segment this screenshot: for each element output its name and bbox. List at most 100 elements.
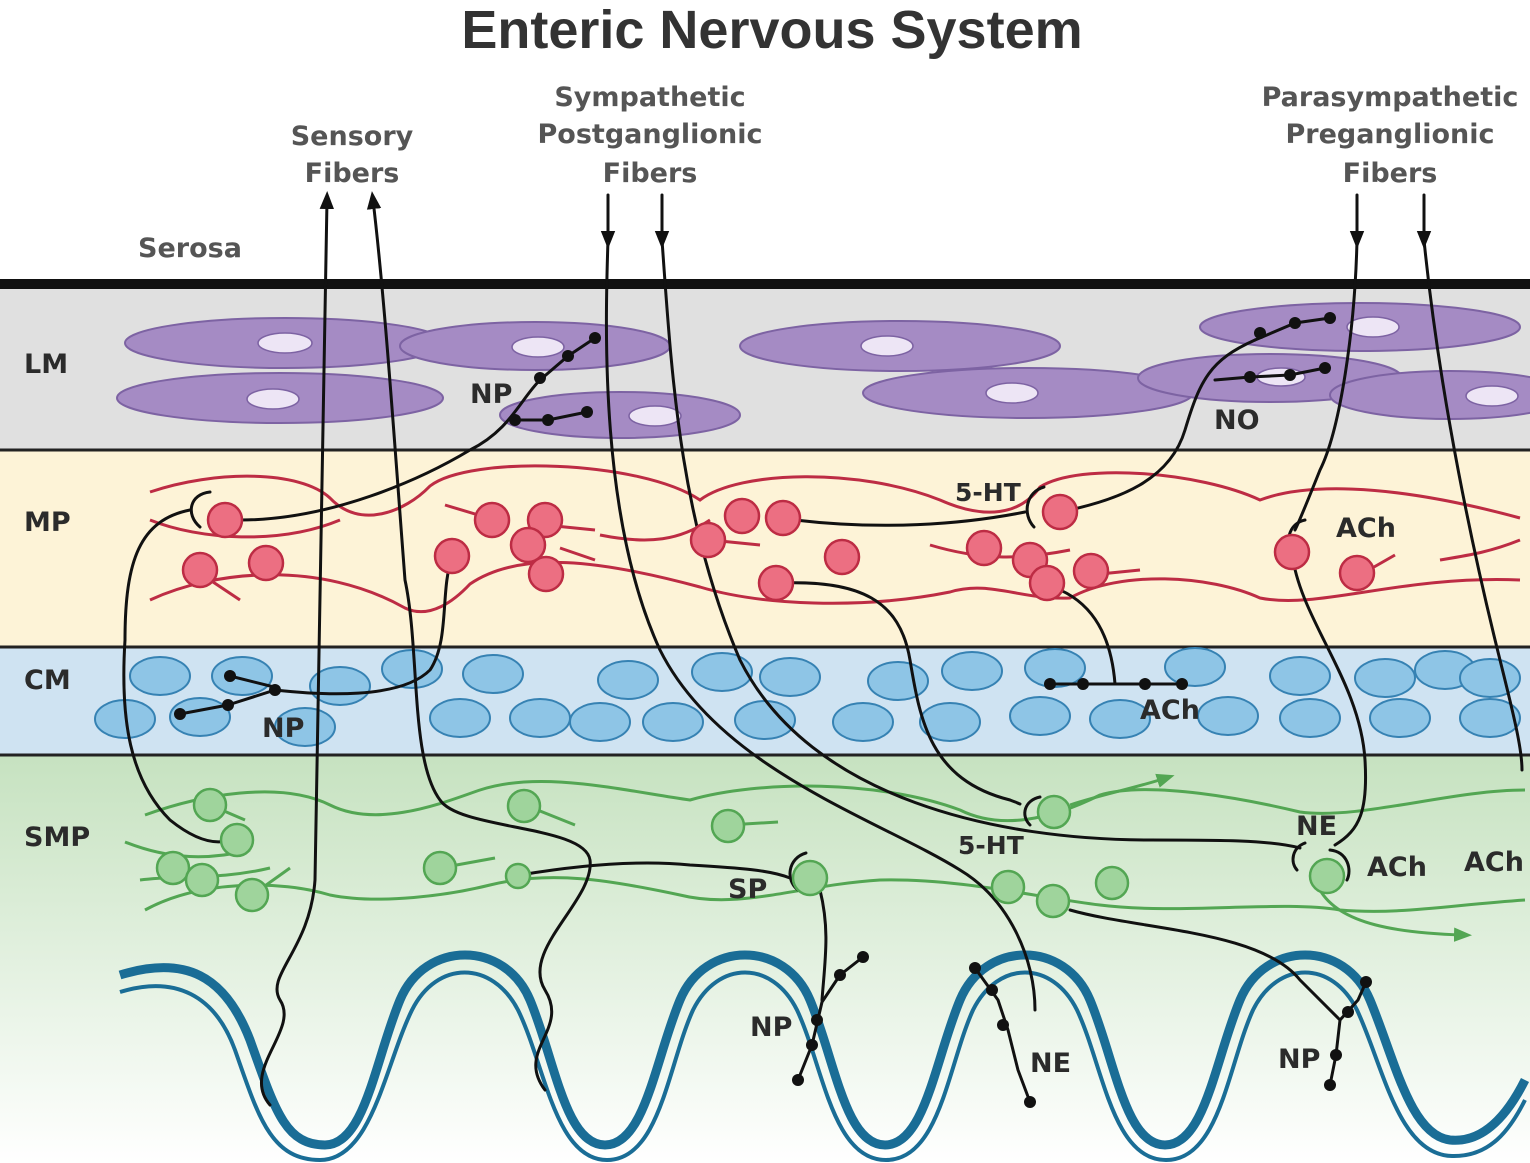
lm-cell [499, 391, 741, 439]
cm-cell [129, 656, 191, 696]
mp-to-lm-np-axon [238, 378, 542, 522]
smp-neuron [234, 877, 270, 913]
smp-neuron [192, 787, 228, 823]
lm-muscle-cells [116, 302, 1530, 439]
mucosa-outer-wave [118, 950, 1530, 1150]
smp-to-mucosa-np-axon-2 [1068, 908, 1342, 1022]
mp-mid-fiber [149, 518, 1521, 562]
smp-neuron [1308, 857, 1346, 895]
mp-neuron [433, 537, 471, 575]
smp-label: SMP [24, 822, 90, 853]
synapse-smp-ne [1291, 841, 1307, 872]
mp-neuron [181, 551, 219, 589]
cm-cell [867, 661, 929, 701]
lm-no-varicose-2 [1213, 366, 1327, 382]
smp-neuron [506, 788, 542, 824]
lm-cell-nucleus [257, 332, 313, 354]
lm-cell-nucleus [1346, 316, 1400, 338]
sensory-fibers-label-2: Fibers [305, 158, 400, 189]
mp-neuron [526, 501, 564, 539]
lm-cell-nucleus [628, 405, 682, 427]
mucosa-np-varicose-2 [1328, 980, 1368, 1087]
cm-cell [569, 702, 631, 742]
np-cm-label: NP [262, 713, 304, 744]
cm-np-varicose-2 [228, 674, 280, 690]
no-lm-label: NO [1214, 405, 1260, 436]
mp-to-smp-5ht-axon [778, 581, 1022, 806]
parasympathetic-fiber-1-axon [1293, 238, 1359, 532]
mucosa [118, 950, 1530, 1163]
cm-cell [509, 698, 571, 738]
mp-5ht-axon [793, 510, 1027, 527]
smp-efferent-arrow [1318, 889, 1472, 942]
cm-cell [274, 707, 336, 747]
cm-cell [1459, 698, 1521, 738]
mp-to-cm-np-axon [273, 556, 454, 696]
mp-neuron [1028, 564, 1066, 602]
sympathetic-fiber-2-axon [660, 238, 1302, 850]
smp-neuron [422, 850, 458, 886]
sensory-fiber-2 [366, 191, 592, 1092]
cm-cell [1089, 699, 1151, 739]
sympathetic-fibers-label-3: Fibers [603, 158, 698, 189]
mp-neuron [1072, 552, 1110, 590]
ne-mucosa-label: NE [1030, 1048, 1071, 1079]
cm-cell [759, 657, 821, 697]
serosa-label: Serosa [138, 233, 242, 264]
cm-cell [597, 660, 659, 700]
smp-neuron [155, 850, 191, 886]
mp-neuron [965, 529, 1003, 567]
smp-neuron [1094, 865, 1130, 901]
smp-neuron [990, 869, 1026, 905]
lm-cell-nucleus [1465, 385, 1519, 407]
parasympathetic-fibers-label-1: Parasympathetic [1262, 82, 1519, 113]
mp-neuron [1338, 554, 1376, 592]
ach-smp-label-2: ACh [1464, 847, 1524, 878]
parasympathetic-fibers-label-3: Fibers [1343, 158, 1438, 189]
lm-cell-nucleus [511, 336, 565, 358]
smp-efferent-arrow [1069, 773, 1175, 807]
layer-labels: Serosa LM MP CM SMP [24, 233, 242, 853]
lm-cell-nucleus [860, 335, 914, 357]
sp-smp-label: SP [728, 874, 767, 905]
np-mucosa-label-1: NP [750, 1012, 792, 1043]
cm-cell [1354, 658, 1416, 698]
smp-neuron [710, 808, 746, 844]
smp-neuron [791, 859, 829, 897]
cm-label: CM [24, 665, 71, 696]
smp-sp-axon [518, 861, 792, 880]
mp-neuron [206, 501, 244, 539]
5ht-mp-label: 5-HT [955, 478, 1021, 507]
mp-neuron [1273, 533, 1311, 571]
sensory-fiber-1 [260, 191, 335, 1107]
synapse-smp-ach [1328, 848, 1351, 882]
cm-cell [429, 698, 491, 738]
sensory-fibers-label-1: Sensory [291, 121, 414, 152]
lm-label: LM [24, 349, 68, 380]
smp-neuron [504, 862, 532, 890]
synapse-mp-5ht [1025, 485, 1046, 529]
mp-neurons [181, 493, 1396, 602]
mp-neuron [823, 538, 861, 576]
sympathetic-fiber-1-axon [604, 238, 1037, 1012]
mp-neuron [247, 544, 285, 582]
np-lm-label: NP [470, 379, 512, 410]
cm-cell [691, 652, 753, 692]
cm-cell [462, 654, 524, 694]
cm-cell [1269, 656, 1331, 696]
mp-loop-axon [122, 508, 232, 844]
mp-neuron [1041, 493, 1079, 531]
mucosa-inner-wave [119, 970, 1527, 1163]
mp-neuron [689, 521, 727, 559]
sympathetic-fibers-label-2: Postganglionic [538, 119, 763, 150]
ach-smp-label-1: ACh [1367, 852, 1427, 883]
parasympathetic-fibers-label-2: Preganglionic [1285, 119, 1494, 150]
cm-cell [1009, 696, 1071, 736]
smp-neuron [1035, 883, 1071, 919]
mp-upper-fiber [149, 464, 1521, 520]
cm-cell [941, 651, 1003, 691]
transmitter-labels: NP NO 5-HT ACh NP ACh NE 5-HT SP ACh ACh… [262, 379, 1524, 1079]
mp-neuron [764, 499, 802, 537]
smp-neuron [219, 822, 255, 858]
cm-cell [309, 666, 371, 706]
